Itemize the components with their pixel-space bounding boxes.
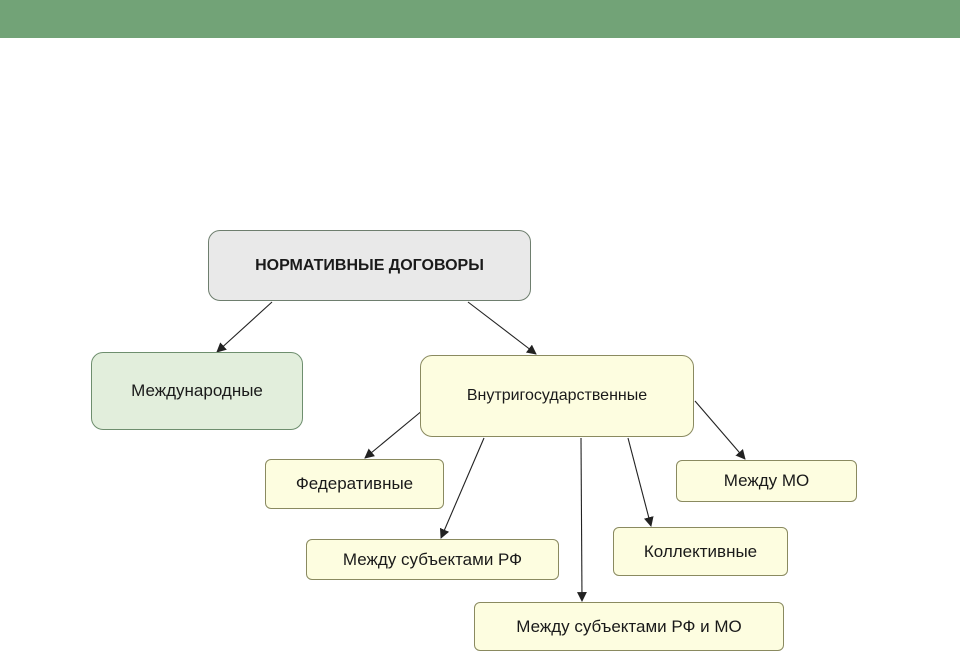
node-federative-label: Федеративные bbox=[295, 474, 414, 493]
node-between-subjects: Между субъектами РФ bbox=[306, 539, 559, 580]
arrow-domestic-to-federative bbox=[364, 409, 424, 459]
node-between-subjects-and-mo-label: Между субъектами РФ и МО bbox=[516, 616, 742, 636]
header-bar bbox=[0, 0, 960, 38]
arrow-domestic-to-between-mo bbox=[694, 400, 746, 460]
node-domestic-label: Внутригосударственные bbox=[466, 387, 648, 404]
node-international-label: Международные bbox=[131, 381, 263, 400]
node-between-subjects-and-mo: Между субъектами РФ и МО bbox=[474, 602, 784, 651]
node-between-subjects-label: Между субъектами РФ bbox=[342, 549, 523, 569]
node-collective-label: Коллективные bbox=[643, 541, 758, 561]
node-root-normative-agreements: НОРМАТИВНЫЕ ДОГОВОРЫ bbox=[208, 230, 531, 301]
node-root-label: НОРМАТИВНЫЕ ДОГОВОРЫ bbox=[255, 256, 484, 274]
node-between-mo: Между МО bbox=[676, 460, 857, 502]
node-between-mo-label: Между МО bbox=[723, 471, 810, 490]
node-domestic: Внутригосударственные bbox=[420, 355, 694, 437]
arrow-root-to-international bbox=[216, 301, 273, 353]
arrow-root-to-domestic bbox=[467, 301, 537, 355]
arrow-domestic-to-between-subjects bbox=[439, 437, 485, 539]
node-federative: Федеративные bbox=[265, 459, 444, 509]
arrow-domestic-to-between-subjects-mo bbox=[576, 437, 587, 602]
arrow-domestic-to-collective bbox=[627, 437, 654, 527]
node-collective: Коллективные bbox=[613, 527, 788, 576]
node-international: Международные bbox=[91, 352, 303, 430]
